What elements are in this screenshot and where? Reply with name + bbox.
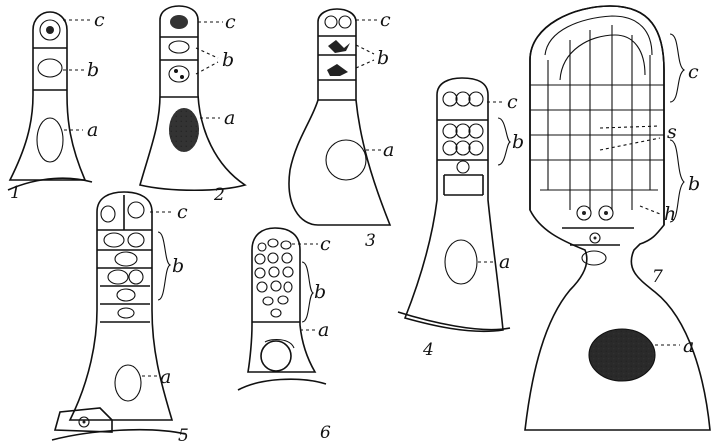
figure-3-number: 3	[365, 231, 376, 251]
fig6-label-a: a	[318, 319, 329, 341]
figure-3	[289, 9, 390, 225]
figure-2	[140, 6, 245, 190]
fig4-label-a: a	[499, 251, 510, 273]
figure-1	[8, 12, 92, 190]
fig2-label-c: c	[225, 11, 236, 33]
fig6-label-b: b	[314, 281, 326, 303]
fig4-label-c: c	[507, 91, 518, 113]
figure-6-number: 6	[320, 423, 331, 443]
fig1-label-a: a	[87, 119, 98, 141]
fig2-label-a: a	[224, 107, 235, 129]
figure-1-number: 1	[10, 183, 21, 203]
fig3-label-a: a	[383, 139, 394, 161]
fig6-label-c: c	[320, 233, 331, 255]
fig7-label-s: s	[667, 121, 677, 143]
fig7-label-a: a	[683, 335, 694, 357]
fig7-label-h: h	[664, 203, 676, 225]
fig5-label-c: c	[177, 201, 188, 223]
figure-2-number: 2	[213, 185, 225, 205]
fig3-label-b: b	[377, 47, 389, 69]
fig4-label-b: b	[512, 131, 524, 153]
fig2-label-b: b	[222, 49, 234, 71]
figure-7-number: 7	[652, 267, 663, 287]
fig5-label-b: b	[172, 255, 184, 277]
figure-4	[398, 78, 510, 331]
fig3-label-c: c	[380, 9, 391, 31]
figure-5	[52, 192, 185, 440]
fig1-label-b: b	[87, 59, 99, 81]
figure-6	[238, 228, 326, 390]
fig5-label-a: a	[160, 366, 171, 388]
figure-5-number: 5	[178, 426, 189, 446]
fig7-label-c: c	[688, 61, 699, 83]
fig1-label-c: c	[94, 9, 105, 31]
fig7-label-b: b	[688, 173, 700, 195]
figure-4-number: 4	[422, 340, 434, 360]
figure-7	[525, 6, 710, 430]
